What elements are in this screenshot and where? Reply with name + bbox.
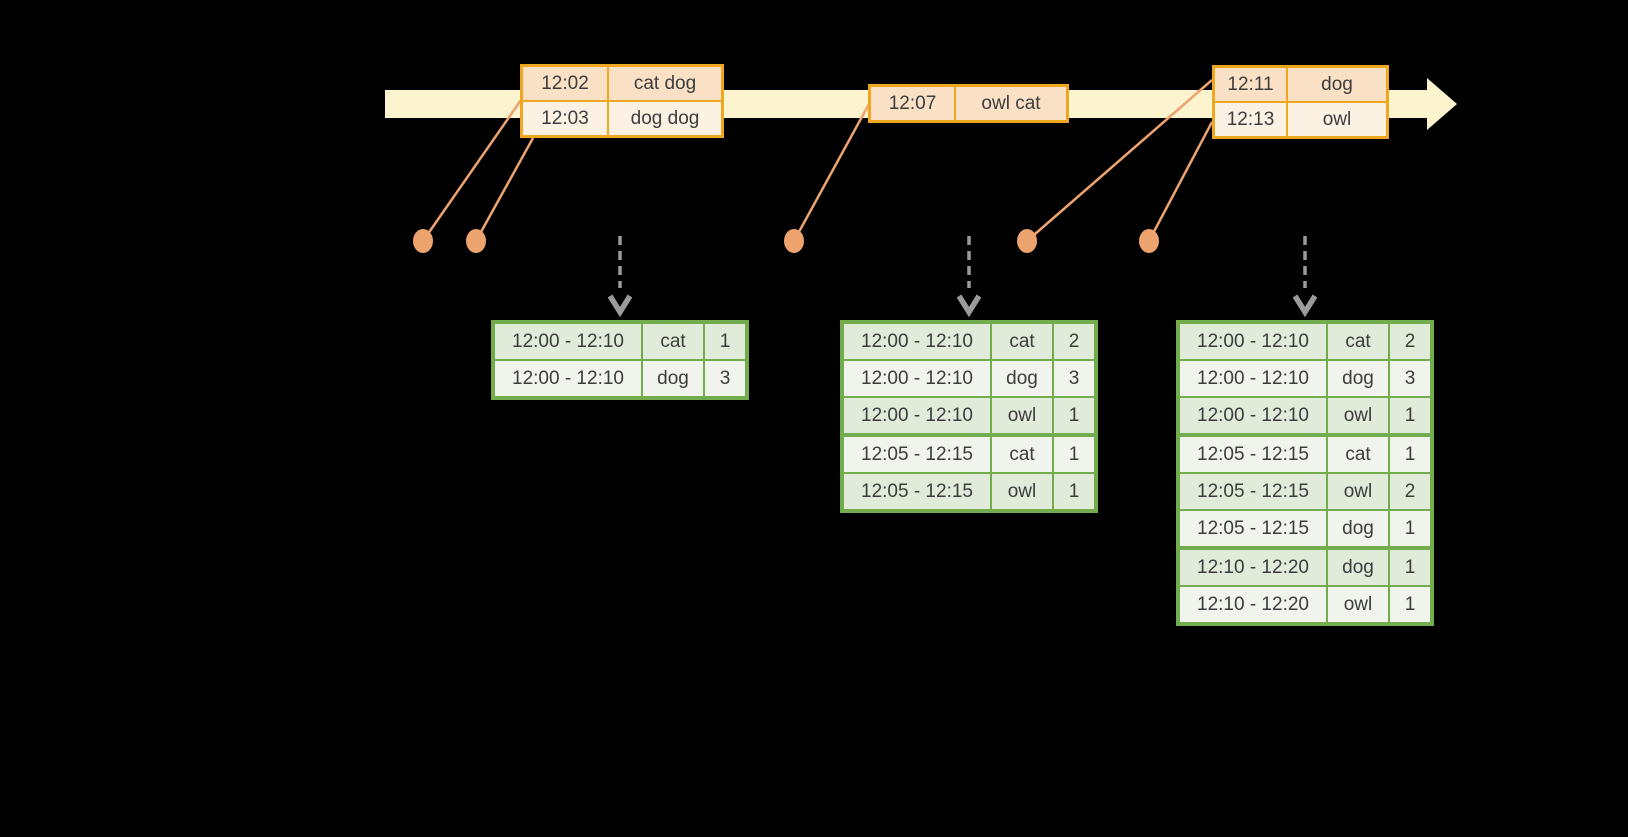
word-cell: dog (1326, 511, 1388, 546)
window-cell: 12:00 - 12:10 (844, 324, 990, 359)
event-connector-line (1026, 79, 1213, 242)
event-connector-line (474, 137, 535, 242)
window-cell: 12:00 - 12:10 (495, 324, 641, 359)
count-cell: 1 (1388, 398, 1430, 433)
window-cell: 12:10 - 12:20 (1180, 550, 1326, 585)
event-dot-icon (1017, 229, 1037, 253)
word-cell: cat (1326, 324, 1388, 359)
event-dot-icon (413, 229, 433, 253)
count-cell: 1 (1052, 437, 1094, 472)
event-time-cell: 12:13 (1215, 103, 1286, 136)
word-cell: cat (1326, 437, 1388, 472)
word-cell: cat (641, 324, 703, 359)
event-dot-icon (784, 229, 804, 253)
window-cell: 12:10 - 12:20 (1180, 587, 1326, 622)
window-cell: 12:05 - 12:15 (844, 437, 990, 472)
event-time-cell: 12:02 (523, 67, 607, 100)
event-words-cell: owl (1286, 103, 1386, 136)
word-cell: owl (1326, 587, 1388, 622)
count-cell: 1 (1388, 511, 1430, 546)
event-dot-icon (466, 229, 486, 253)
count-cell: 1 (1388, 587, 1430, 622)
count-cell: 2 (1388, 324, 1430, 359)
window-cell: 12:05 - 12:15 (1180, 437, 1326, 472)
count-cell: 2 (1388, 474, 1430, 509)
event-words-cell: cat dog (607, 67, 721, 100)
count-cell: 1 (1388, 437, 1430, 472)
timeline-arrowhead-icon (1427, 78, 1457, 130)
event-connector-line (1147, 121, 1214, 242)
word-cell: dog (641, 361, 703, 396)
word-cell: owl (1326, 398, 1388, 433)
window-cell: 12:05 - 12:15 (1180, 474, 1326, 509)
word-cell: dog (990, 361, 1052, 396)
event-time-cell: 12:07 (871, 87, 954, 120)
event-time-cell: 12:03 (523, 102, 607, 135)
count-cell: 3 (1052, 361, 1094, 396)
trigger-arrow-icon (1292, 236, 1318, 318)
count-cell: 3 (1388, 361, 1430, 396)
window-cell: 12:00 - 12:10 (1180, 398, 1326, 433)
word-cell: owl (990, 398, 1052, 433)
event-words-cell: dog dog (607, 102, 721, 135)
event-time-cell: 12:11 (1215, 68, 1286, 101)
window-cell: 12:00 - 12:10 (844, 361, 990, 396)
event-dot-icon (1139, 229, 1159, 253)
count-cell: 1 (703, 324, 745, 359)
event-words-cell: dog (1286, 68, 1386, 101)
window-cell: 12:00 - 12:10 (844, 398, 990, 433)
window-cell: 12:05 - 12:15 (844, 474, 990, 509)
count-cell: 1 (1388, 550, 1430, 585)
count-cell: 1 (1052, 398, 1094, 433)
count-cell: 2 (1052, 324, 1094, 359)
count-cell: 3 (703, 361, 745, 396)
count-cell: 1 (1052, 474, 1094, 509)
window-cell: 12:05 - 12:15 (1180, 511, 1326, 546)
word-cell: dog (1326, 550, 1388, 585)
trigger-arrow-icon (956, 236, 982, 318)
word-cell: cat (990, 437, 1052, 472)
event-words-cell: owl cat (954, 87, 1066, 120)
trigger-arrow-icon (607, 236, 633, 318)
word-cell: cat (990, 324, 1052, 359)
event-connector-line (421, 99, 523, 242)
window-cell: 12:00 - 12:10 (495, 361, 641, 396)
word-cell: owl (990, 474, 1052, 509)
word-cell: dog (1326, 361, 1388, 396)
window-cell: 12:00 - 12:10 (1180, 361, 1326, 396)
word-cell: owl (1326, 474, 1388, 509)
event-connector-line (792, 103, 871, 242)
window-cell: 12:00 - 12:10 (1180, 324, 1326, 359)
